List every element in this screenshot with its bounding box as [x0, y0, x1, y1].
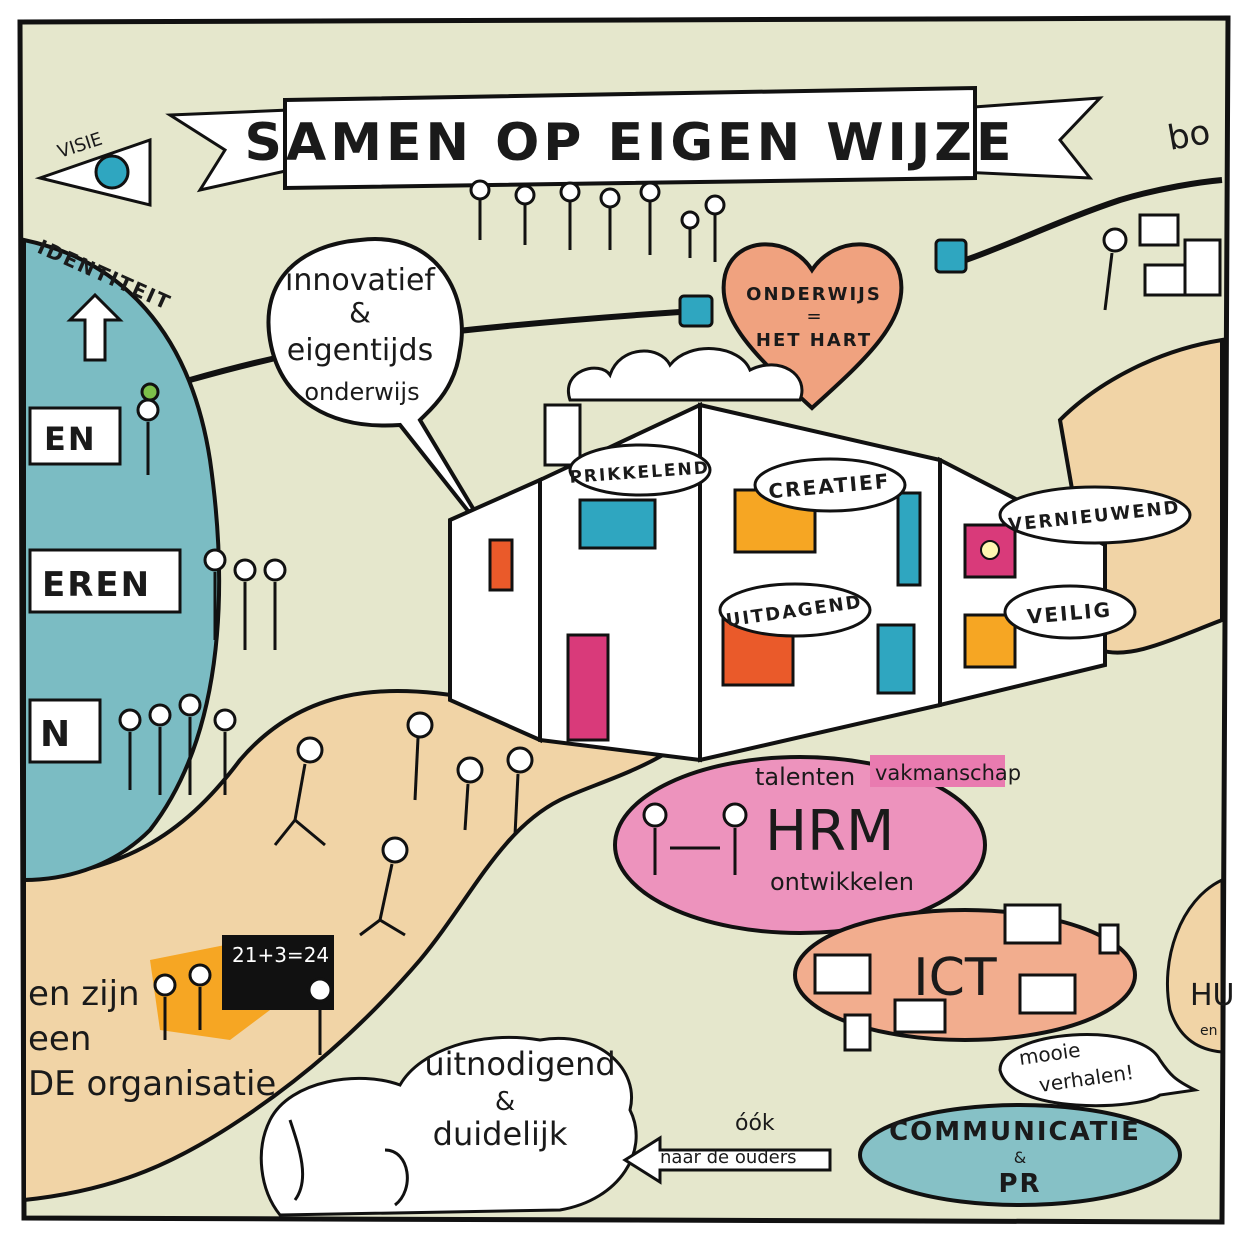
- door-magenta: [566, 633, 610, 742]
- people-group-left: [118, 382, 287, 795]
- plug-left-icon: [678, 294, 714, 328]
- hrm-talenten: talenten: [755, 763, 855, 791]
- innovatief-line2: &: [349, 296, 371, 329]
- speech-bubble-innovatief: [266, 237, 497, 547]
- banner-title: SAMEN OP EIGEN WIJZE: [245, 113, 1016, 173]
- organisatie-line1: en zijn: [28, 974, 140, 1014]
- communicatie-bubble: [858, 1103, 1182, 1207]
- classroom-people: [153, 963, 333, 1055]
- communicatie-line1: COMMUNICATIE: [889, 1117, 1141, 1147]
- window-teal-low: [876, 623, 916, 695]
- window-teal-tall: [896, 491, 922, 587]
- bubble-uitdagend: [718, 582, 872, 638]
- window-veilig: [963, 613, 1017, 669]
- lightbulb-icon: [980, 540, 1000, 560]
- people-on-path: [273, 711, 534, 937]
- hrm-title: HRM: [765, 799, 894, 864]
- right-edge-blob: [1165, 877, 1224, 1054]
- hrm-meeting-icon: [642, 802, 748, 875]
- sign-2-text: EREN: [42, 565, 151, 605]
- uitnodigend-line2: &: [495, 1087, 515, 1117]
- organisatie-line2: een: [28, 1019, 91, 1059]
- uitnodigend-line3: duidelijk: [433, 1115, 568, 1153]
- heart-line1: ONDERWIJS: [746, 284, 882, 305]
- bubble-vernieuwend: [998, 485, 1192, 545]
- smoke-cloud: [566, 347, 804, 402]
- bubble-prikkelend: [568, 443, 712, 497]
- builder-figure: [1102, 213, 1222, 311]
- bubble-mooie-verhalen: [998, 1033, 1200, 1108]
- sign-3: [28, 698, 102, 764]
- sign-1: [28, 406, 122, 466]
- heart-icon: [721, 242, 904, 411]
- hrm-bubble: [613, 755, 987, 935]
- innovatief-line4: onderwijs: [304, 378, 419, 406]
- communicatie-line2: &: [1014, 1148, 1026, 1167]
- blackboard-formula: 21+3=24: [232, 943, 329, 967]
- heart-line2: =: [806, 306, 821, 327]
- innovatief-line1: innovatief: [285, 263, 436, 298]
- right-edge-hu: HU: [1190, 978, 1235, 1013]
- window-prikkelend: [578, 498, 657, 550]
- cloud-uitnodigend: [259, 1035, 638, 1217]
- face-ear-icon: [288, 1119, 409, 1207]
- devices-icon: [813, 903, 1120, 1052]
- sign-1-text: EN: [44, 420, 97, 458]
- sign-2: [28, 548, 182, 614]
- cable-right: [959, 177, 1223, 265]
- heart-line3: HET HART: [756, 330, 872, 351]
- ict-title: ICT: [913, 948, 997, 1008]
- hrm-vakmanschap: vakmanschap: [875, 761, 1021, 785]
- sign-3-text: N: [40, 714, 72, 755]
- window-orange-left: [488, 538, 514, 592]
- label-bo: bo: [1165, 112, 1214, 159]
- communicatie-line3: PR: [998, 1169, 1041, 1199]
- plug-right-icon: [934, 238, 968, 274]
- ouders-ook: óók: [735, 1111, 775, 1136]
- organisatie-line3: DE organisatie: [28, 1064, 276, 1104]
- bubble-veilig: [1003, 584, 1137, 640]
- vakmanschap-highlight: [870, 755, 1005, 787]
- uitnodigend-line1: uitnodigend: [424, 1045, 615, 1083]
- hrm-ontwikkelen: ontwikkelen: [770, 868, 914, 896]
- arrow-naar-ouders: [622, 1135, 832, 1185]
- innovatief-line3: eigentijds: [287, 333, 433, 368]
- bubble-creatief: [753, 457, 907, 513]
- right-edge-en: en: [1200, 1023, 1218, 1039]
- arrow-up-icon: [66, 292, 124, 362]
- ouders-naar: naar de ouders: [660, 1147, 797, 1168]
- people-group-top: [469, 179, 726, 262]
- title-banner: [165, 85, 1104, 193]
